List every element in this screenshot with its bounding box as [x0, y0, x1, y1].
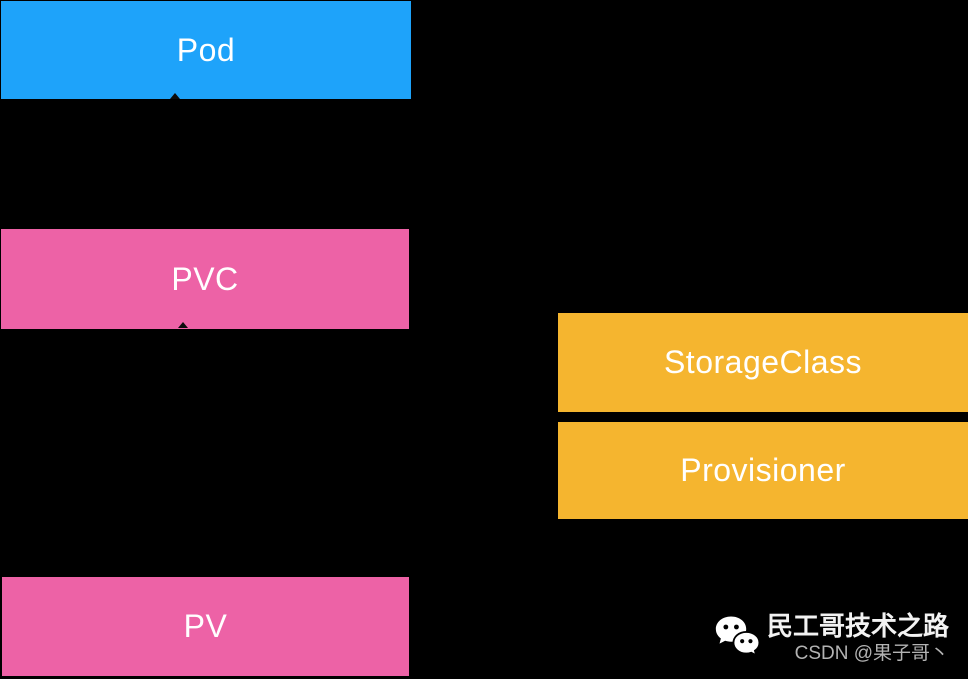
node-provisioner: Provisioner — [558, 422, 968, 519]
watermark-text: 民工哥技术之路 CSDN @果子哥丶 — [767, 610, 949, 665]
watermark-subtitle: CSDN @果子哥丶 — [794, 643, 950, 664]
node-pod-label: Pod — [176, 31, 236, 68]
node-storageclass: StorageClass — [558, 313, 968, 412]
node-provisioner-label: Provisioner — [680, 452, 846, 488]
node-pv: PV — [2, 577, 409, 676]
node-pvc: PVC — [1, 229, 409, 329]
watermark-title: 民工哥技术之路 — [767, 611, 950, 641]
arrow-tip — [170, 93, 180, 99]
arrow-tip — [178, 322, 188, 328]
node-storageclass-label: StorageClass — [663, 344, 863, 380]
node-pv-label: PV — [183, 608, 228, 644]
node-pod: Pod — [1, 1, 411, 99]
wechat-icon — [714, 614, 761, 660]
watermark: 民工哥技术之路 CSDN @果子哥丶 — [714, 610, 949, 665]
node-pvc-label: PVC — [171, 260, 239, 297]
